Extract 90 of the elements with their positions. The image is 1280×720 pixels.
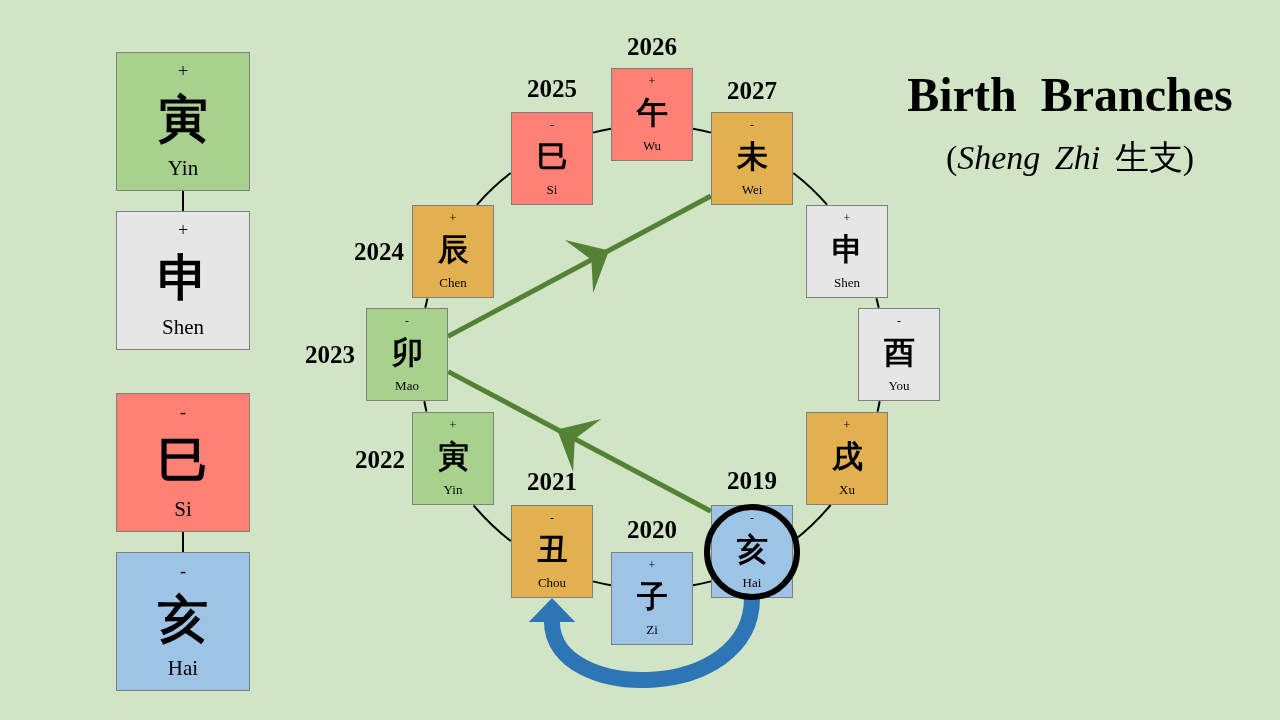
year-label: 2022 — [355, 446, 405, 474]
cycle-arc — [472, 504, 512, 542]
cycle-arc — [692, 580, 712, 587]
cycle-arc — [592, 127, 612, 134]
branch-character: 亥 — [158, 589, 208, 649]
branch-character: 酉 — [883, 334, 915, 372]
branch-card — [116, 52, 250, 191]
cycle-arc — [875, 297, 880, 309]
year-label: 2020 — [627, 516, 677, 544]
branch-card — [116, 552, 250, 691]
polarity-sign: - — [750, 118, 754, 132]
cycle-arc — [876, 400, 881, 413]
pinyin-label: Shen — [834, 275, 860, 291]
cycle-arc — [423, 400, 428, 413]
pinyin-label: Chen — [439, 275, 467, 291]
polarity-sign: + — [843, 211, 851, 225]
year-label: 2025 — [527, 75, 577, 103]
polarity-sign: - — [550, 511, 554, 525]
branch-card — [858, 308, 940, 401]
connector-line — [182, 531, 184, 553]
pinyin-label: Chou — [537, 575, 567, 591]
subtitle: (Sheng Zhi 生支) — [945, 139, 1195, 176]
polarity-sign: + — [177, 220, 189, 240]
branch-character: 丑 — [536, 531, 568, 569]
polarity-sign: + — [449, 211, 457, 225]
pinyin-label: Si — [546, 182, 558, 198]
branch-card — [806, 205, 888, 298]
branch-card — [116, 211, 250, 350]
branch-character: 午 — [636, 94, 668, 132]
curved-arrow — [529, 596, 760, 688]
cycle-arc — [475, 172, 512, 206]
pinyin-label: Si — [174, 497, 192, 521]
connector-line — [182, 190, 184, 212]
pinyin-label: Xu — [839, 482, 855, 498]
arrow — [447, 369, 712, 514]
branch-character: 巳 — [536, 138, 568, 176]
branch-card — [611, 552, 693, 645]
branch-character: 申 — [831, 231, 863, 269]
branch-character: 卯 — [391, 334, 423, 372]
branch-character: 寅 — [437, 438, 469, 476]
branch-character: 戌 — [831, 438, 863, 476]
arrow — [446, 193, 713, 339]
branch-card — [511, 505, 593, 598]
branch-character: 寅 — [158, 89, 208, 149]
polarity-sign: - — [405, 314, 409, 328]
pinyin-label: Yin — [443, 482, 463, 498]
cycle-arc — [792, 172, 828, 206]
year-label: 2019 — [727, 467, 777, 495]
pinyin-label: Yin — [167, 156, 199, 180]
pinyin-label: Wu — [642, 138, 662, 154]
polarity-sign: - — [750, 511, 754, 525]
polarity-sign: + — [843, 418, 851, 432]
branch-card — [116, 393, 250, 532]
pinyin-label: Wei — [741, 182, 763, 198]
pinyin-label: Mao — [395, 378, 419, 394]
polarity-sign: - — [550, 118, 554, 132]
year-label: 2021 — [527, 468, 577, 496]
branch-card — [366, 308, 448, 401]
branch-card — [806, 412, 888, 505]
year-label: 2023 — [305, 341, 355, 369]
year-label: 2024 — [354, 238, 404, 266]
year-label: 2027 — [727, 77, 777, 105]
polarity-sign: + — [648, 74, 656, 88]
polarity-sign: - — [180, 402, 186, 422]
polarity-sign: + — [177, 61, 189, 81]
polarity-sign: + — [449, 418, 457, 432]
pinyin-label: Zi — [646, 622, 658, 638]
branch-character: 未 — [736, 138, 768, 176]
polarity-sign: - — [897, 314, 901, 328]
branch-card — [412, 412, 494, 505]
branch-character: 子 — [636, 578, 668, 616]
cycle-arc — [424, 297, 429, 309]
title: Birth Branches — [907, 68, 1233, 121]
branch-card — [711, 112, 793, 205]
branch-character: 申 — [158, 248, 208, 308]
pinyin-label: Shen — [162, 315, 204, 339]
branch-character: 辰 — [437, 231, 469, 269]
year-label: 2026 — [627, 33, 677, 61]
branch-card — [611, 68, 693, 161]
polarity-sign: - — [180, 561, 186, 581]
polarity-sign: + — [648, 558, 656, 572]
branch-card — [412, 205, 494, 298]
cycle-arc — [592, 580, 612, 587]
branch-card — [511, 112, 593, 205]
branch-character: 亥 — [736, 531, 768, 569]
pinyin-label: Hai — [742, 575, 762, 591]
branch-character: 巳 — [158, 430, 208, 490]
pinyin-label: Hai — [167, 656, 199, 680]
cycle-arc — [692, 127, 712, 134]
pinyin-label: You — [888, 378, 910, 394]
